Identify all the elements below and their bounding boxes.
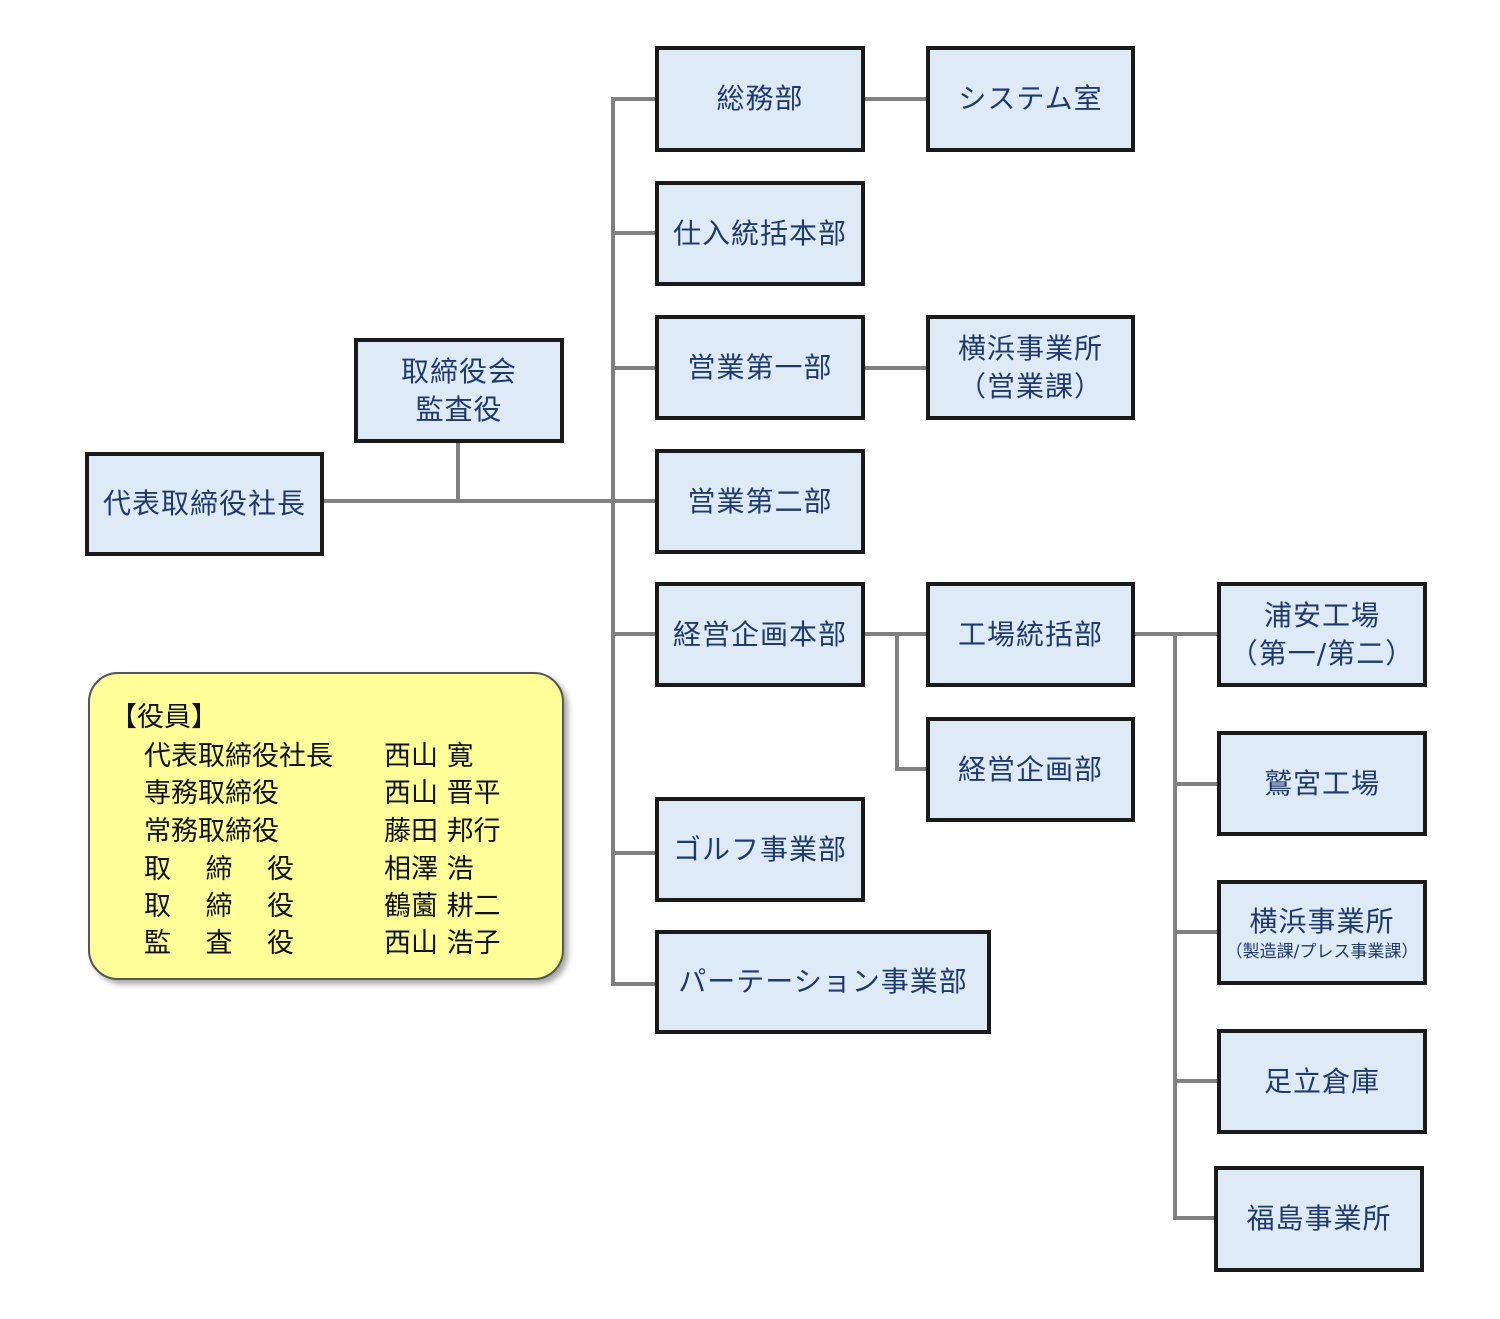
officer-role: 常務取締役 bbox=[144, 816, 279, 847]
adachi-warehouse-box: 足立倉庫 bbox=[1217, 1029, 1427, 1134]
management-planning-label: 経営企画部 bbox=[957, 752, 1103, 786]
partition-division-box: パーテーション事業部 bbox=[655, 930, 991, 1034]
officer-name: 西山 浩子 bbox=[384, 928, 501, 959]
officer-name: 藤田 邦行 bbox=[384, 816, 501, 847]
officer-role-char: 役 bbox=[267, 928, 294, 959]
urayasu-factory-label: 浦安工場 bbox=[1263, 598, 1380, 632]
yokohama-mfg-office-label: 横浜事業所 bbox=[1249, 904, 1395, 938]
officer-role-char: 取 bbox=[144, 891, 171, 922]
officers-title: 【役員】 bbox=[110, 702, 218, 733]
officers-legend: 【役員】 代表取締役社長 西山 寛 専務取締役 西山 晋平 常務取締役 藤田 邦… bbox=[88, 672, 564, 980]
yokohama-mfg-office-box: 横浜事業所 （製造課/プレス事業課） bbox=[1217, 880, 1427, 985]
system-office-box: システム室 bbox=[926, 46, 1135, 152]
washinomiya-factory-label: 鷲宮工場 bbox=[1263, 766, 1380, 800]
planning-hq-box: 経営企画本部 bbox=[655, 582, 865, 687]
planning-hq-label: 経営企画本部 bbox=[672, 617, 847, 651]
sales-dept-2-box: 営業第二部 bbox=[655, 449, 865, 554]
auditor-label: 監査役 bbox=[415, 392, 503, 426]
urayasu-factory-sub-label: （第一/第二） bbox=[1229, 636, 1415, 670]
adachi-warehouse-label: 足立倉庫 bbox=[1263, 1064, 1380, 1098]
fukushima-office-label: 福島事業所 bbox=[1246, 1202, 1392, 1235]
officer-role-char: 査 bbox=[205, 928, 233, 959]
golf-division-box: ゴルフ事業部 bbox=[655, 797, 865, 902]
management-planning-box: 経営企画部 bbox=[926, 717, 1135, 822]
board-box: 取締役会 監査役 bbox=[354, 338, 564, 443]
officer-role-char: 役 bbox=[267, 891, 294, 922]
officer-role: 専務取締役 bbox=[144, 778, 279, 809]
officer-role: 監査役 bbox=[144, 925, 294, 962]
general-affairs-label: 総務部 bbox=[716, 82, 804, 115]
officer-name: 西山 晋平 bbox=[384, 778, 501, 809]
officer-role-char: 取 bbox=[144, 854, 171, 885]
system-office-label: システム室 bbox=[958, 82, 1103, 115]
urayasu-factory-box: 浦安工場 （第一/第二） bbox=[1217, 582, 1427, 687]
yokohama-sales-section-label: （営業課） bbox=[957, 369, 1103, 403]
officer-role: 代表取締役社長 bbox=[144, 741, 333, 772]
washinomiya-factory-box: 鷲宮工場 bbox=[1217, 731, 1427, 836]
officer-role-char: 役 bbox=[267, 854, 294, 885]
golf-division-label: ゴルフ事業部 bbox=[672, 832, 847, 866]
general-affairs-box: 総務部 bbox=[655, 46, 865, 152]
officer-role-char: 監 bbox=[144, 928, 171, 959]
officer-name: 西山 寛 bbox=[384, 741, 474, 772]
fukushima-office-box: 福島事業所 bbox=[1214, 1166, 1424, 1272]
officer-role: 取締役 bbox=[144, 888, 294, 925]
purchasing-hq-label: 仕入統括本部 bbox=[672, 216, 847, 250]
yokohama-mfg-section-label: （製造課/プレス事業課） bbox=[1225, 941, 1419, 962]
partition-division-label: パーテーション事業部 bbox=[678, 965, 968, 998]
sales-dept-1-label: 営業第一部 bbox=[687, 350, 833, 384]
sales-dept-1-box: 営業第一部 bbox=[655, 315, 865, 420]
yokohama-sales-office-box: 横浜事業所 （営業課） bbox=[926, 315, 1135, 420]
sales-dept-2-label: 営業第二部 bbox=[687, 484, 833, 518]
board-label: 取締役会 bbox=[400, 354, 517, 388]
yokohama-sales-office-label: 横浜事業所 bbox=[957, 331, 1103, 365]
officer-role-char: 締 bbox=[205, 891, 233, 922]
president-box: 代表取締役社長 bbox=[85, 452, 324, 556]
officer-name: 相澤 浩 bbox=[384, 854, 474, 885]
factory-management-label: 工場統括部 bbox=[957, 617, 1103, 651]
factory-management-box: 工場統括部 bbox=[926, 582, 1135, 687]
president-label: 代表取締役社長 bbox=[102, 487, 306, 520]
purchasing-hq-box: 仕入統括本部 bbox=[655, 181, 865, 286]
officer-name: 鶴薗 耕二 bbox=[384, 891, 501, 922]
officer-role: 取締役 bbox=[144, 851, 294, 888]
officer-role-char: 締 bbox=[205, 854, 233, 885]
